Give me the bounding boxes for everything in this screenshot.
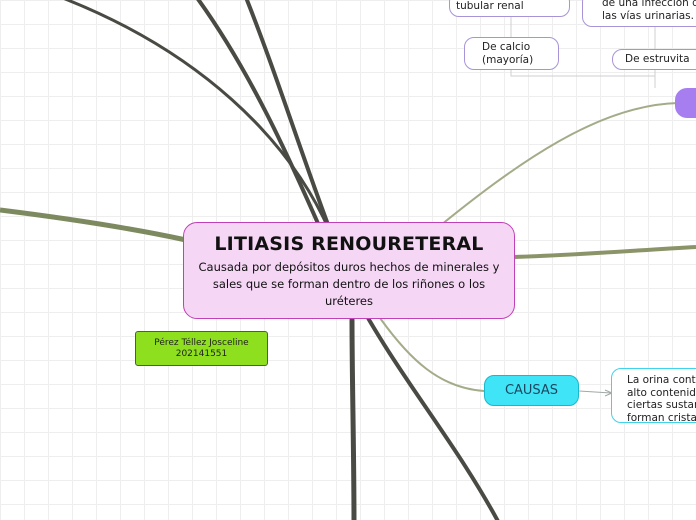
infeccion-line: de una infección de [602, 0, 696, 9]
author-note[interactable]: Pérez Téllez Josceline 202141551 [135, 331, 268, 366]
causas-desc-line: ciertas sustan [627, 399, 696, 411]
central-topic[interactable]: LITIASIS RENOURETERAL Causada por depósi… [183, 222, 515, 319]
calcio-note: (mayoría) [482, 53, 534, 66]
infeccion-line: las vías urinarias. [602, 9, 694, 22]
purple-topic-node[interactable] [675, 88, 696, 118]
causas-description[interactable]: La orina conti alto contenido ciertas su… [611, 368, 696, 423]
type-estruvita[interactable]: De estruvita [612, 49, 696, 70]
estruvita-label: De estruvita [625, 53, 690, 65]
branch-top-right [429, 102, 679, 235]
branch-top-left-3 [244, 0, 332, 231]
causas-desc-line: La orina conti [627, 374, 696, 386]
causas-topic[interactable]: CAUSAS [484, 375, 579, 406]
branch-causas [379, 317, 485, 392]
type-infeccion[interactable]: de una infección de las vías urinarias. [582, 0, 696, 27]
central-title: LITIASIS RENOURETERAL [214, 233, 484, 255]
branch-top-left-1 [63, 0, 332, 233]
branch-right [513, 245, 696, 259]
type-calcio[interactable]: De calcio (mayoría) [464, 37, 559, 70]
author-name: Pérez Téllez Josceline [154, 338, 249, 348]
causas-link [578, 390, 612, 394]
branch-bottom-1 [349, 317, 357, 520]
branch-top-left-2 [196, 0, 322, 229]
causas-desc-line: alto contenido [627, 386, 696, 399]
causas-label: CAUSAS [504, 383, 559, 398]
calcio-label: De calcio [482, 41, 531, 53]
central-description: Causada por depósitos duros hechos de mi… [198, 260, 500, 308]
type-tubular-renal[interactable]: tubular renal [449, 0, 570, 17]
tubular-label: tubular renal [456, 0, 524, 12]
author-id: 202141551 [175, 349, 228, 359]
branch-left [0, 207, 187, 243]
branch-bottom-2 [366, 316, 500, 520]
type-connector-h [510, 70, 656, 77]
causas-desc-line: forman cristal [627, 411, 696, 423]
